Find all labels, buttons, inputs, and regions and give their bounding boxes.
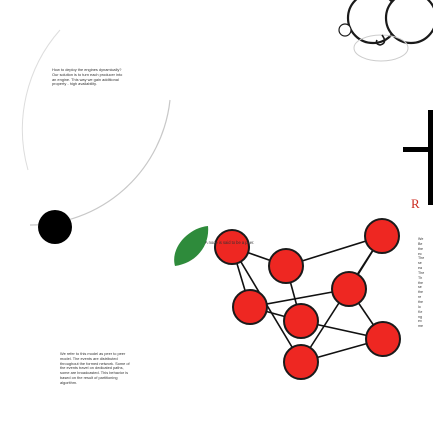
side-column-line: ec: [418, 251, 422, 256]
graph-node-n6: [283, 303, 319, 339]
side-column-line: lo: [418, 304, 421, 309]
side-column-line: Th: [418, 275, 423, 280]
graph-node-n2: [268, 248, 304, 284]
graph-node-n5: [232, 289, 268, 325]
right-edge-bar: [428, 110, 433, 205]
side-column-line: se: [418, 261, 422, 266]
graph-node-n3: [364, 218, 400, 254]
text-peer-caption: A node is said to be a peer.: [205, 240, 255, 245]
graph-nodes: [214, 218, 401, 380]
side-bar: [403, 147, 428, 152]
text-top: How to deploy the engines dynamically? O…: [52, 67, 123, 87]
side-column-line: We: [418, 237, 424, 241]
top-right-circles: [338, 0, 433, 62]
graph-node-n8: [283, 344, 319, 380]
text-bottom: We refer to this model as peer to peer m…: [60, 351, 130, 385]
graph-node-n7: [365, 321, 401, 357]
side-column-line: ex: [418, 319, 422, 324]
side-column-line: ng: [418, 314, 422, 319]
leaf-green: [174, 226, 209, 266]
leaf-icon: [174, 226, 209, 266]
side-column-line: me: [418, 324, 423, 329]
side-column-line: the: [418, 246, 423, 251]
faint-arc: [29, 99, 171, 226]
circle-right-top: [384, 0, 433, 45]
side-column-line: the: [418, 299, 423, 304]
black-dot: [38, 210, 72, 244]
side-column-line: The: [418, 270, 425, 275]
side-column-line: The: [418, 256, 425, 261]
circle-faded: [353, 34, 409, 62]
graph-node-n1: [214, 229, 250, 265]
faint-arc-2: [21, 29, 61, 171]
side-column-line: Be: [418, 241, 423, 246]
circle-tiny: [338, 23, 352, 37]
side-column-line: the: [418, 290, 423, 295]
side-column-line: the: [418, 280, 423, 285]
side-column-line: se: [418, 285, 422, 290]
side-column-line: Ke: [418, 309, 423, 314]
side-letter: R: [411, 196, 420, 211]
graph-node-n4: [331, 271, 367, 307]
side-column-line: re: [418, 295, 422, 300]
circle-small-loop: [375, 34, 386, 46]
side-column-line: ea: [418, 266, 422, 271]
